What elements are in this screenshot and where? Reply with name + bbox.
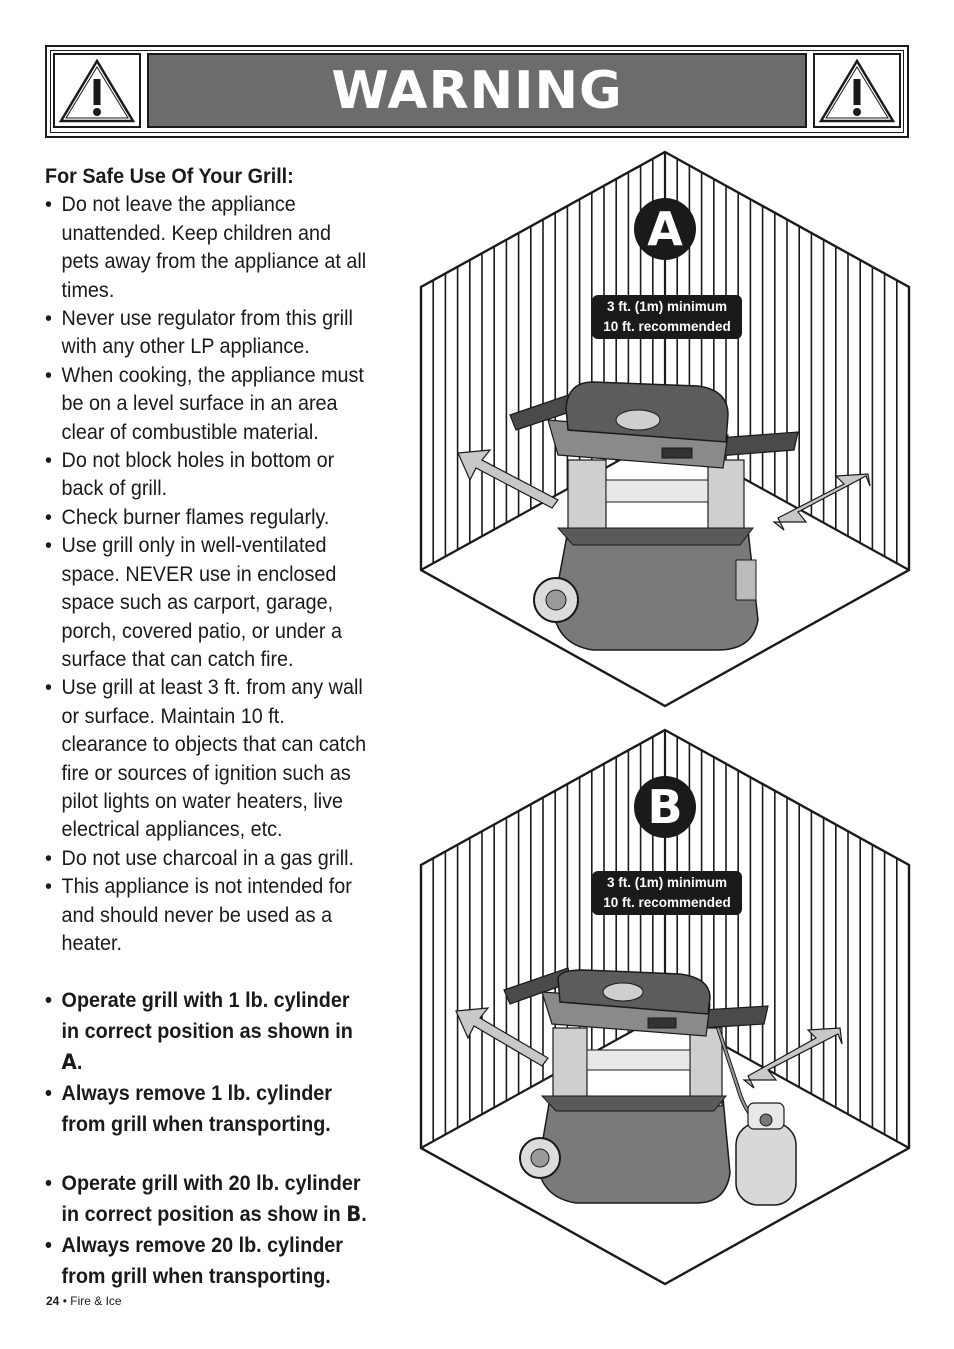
warning-banner: WARNING xyxy=(45,45,909,138)
warning-title: WARNING xyxy=(331,61,623,121)
warning-triangle-icon xyxy=(53,53,141,128)
cylinder-1lb-list: •Operate grill with 1 lb. cylinder in co… xyxy=(45,985,367,1140)
grill-illustration xyxy=(503,967,769,1204)
diagram-letter-badge: A xyxy=(634,198,696,260)
position-letter-a: A xyxy=(61,1050,77,1076)
clearance-arrow-left xyxy=(457,449,559,509)
list-item: •Check burner flames regularly. xyxy=(45,504,330,529)
list-item: •Always remove 20 lb. cylinder from gril… xyxy=(45,1233,344,1289)
clearance-arrow-right xyxy=(772,473,871,531)
page-footer: 24 • Fire & Ice xyxy=(46,1294,122,1308)
list-item: •This appliance is not intended for and … xyxy=(45,874,352,955)
corner-walls-illustration xyxy=(419,728,911,1286)
page-number: 24 xyxy=(46,1294,60,1308)
list-item: •Use grill at least 3 ft. from any wall … xyxy=(45,675,367,842)
diagram-letter-badge: B xyxy=(634,776,696,838)
propane-cylinder-illustration xyxy=(716,1027,797,1206)
diagram-b: B 3 ft. (1m) minimum 10 ft. recommended xyxy=(418,728,912,1288)
list-item: •Always remove 1 lb. cylinder from grill… xyxy=(45,1081,333,1137)
grill-illustration xyxy=(509,381,799,651)
safety-instructions: For Safe Use Of Your Grill: •Do not leav… xyxy=(45,162,367,1292)
corner-walls-illustration xyxy=(419,150,911,708)
list-item: •Operate grill with 1 lb. cylinder in co… xyxy=(45,988,353,1076)
clearance-arrow-left xyxy=(455,1007,549,1067)
list-item: •When cooking, the appliance must be on … xyxy=(45,362,364,444)
warning-triangle-icon xyxy=(813,53,901,128)
banner-frame xyxy=(50,50,904,133)
clearance-arrow-right xyxy=(742,1027,843,1089)
list-item: •Never use regulator from this grill wit… xyxy=(45,306,353,359)
position-letter-b: B xyxy=(346,1202,362,1228)
list-item: •Operate grill with 20 lb. cylinder in c… xyxy=(45,1171,367,1228)
safety-bullet-list: •Do not leave the appliance unattended. … xyxy=(45,190,367,957)
wall-outline xyxy=(419,728,911,1286)
clearance-label: 3 ft. (1m) minimum 10 ft. recommended xyxy=(592,871,742,915)
list-item: •Do not leave the appliance unattended. … xyxy=(45,192,367,302)
book-title: Fire & Ice xyxy=(70,1294,122,1308)
list-item: •Do not block holes in bottom or back of… xyxy=(45,448,335,501)
diagram-a: A 3 ft. (1m) minimum 10 ft. recommended xyxy=(418,150,912,710)
list-item: •Do not use charcoal in a gas grill. xyxy=(45,845,355,870)
wall-outline xyxy=(419,150,911,708)
list-item: •Use grill only in well-ventilated space… xyxy=(45,533,342,671)
clearance-label: 3 ft. (1m) minimum 10 ft. recommended xyxy=(592,295,742,339)
cylinder-20lb-list: •Operate grill with 20 lb. cylinder in c… xyxy=(45,1168,367,1292)
safety-heading: For Safe Use Of Your Grill: xyxy=(45,164,294,188)
warning-title-bar: WARNING xyxy=(147,53,807,128)
footer-separator: • xyxy=(59,1294,71,1308)
